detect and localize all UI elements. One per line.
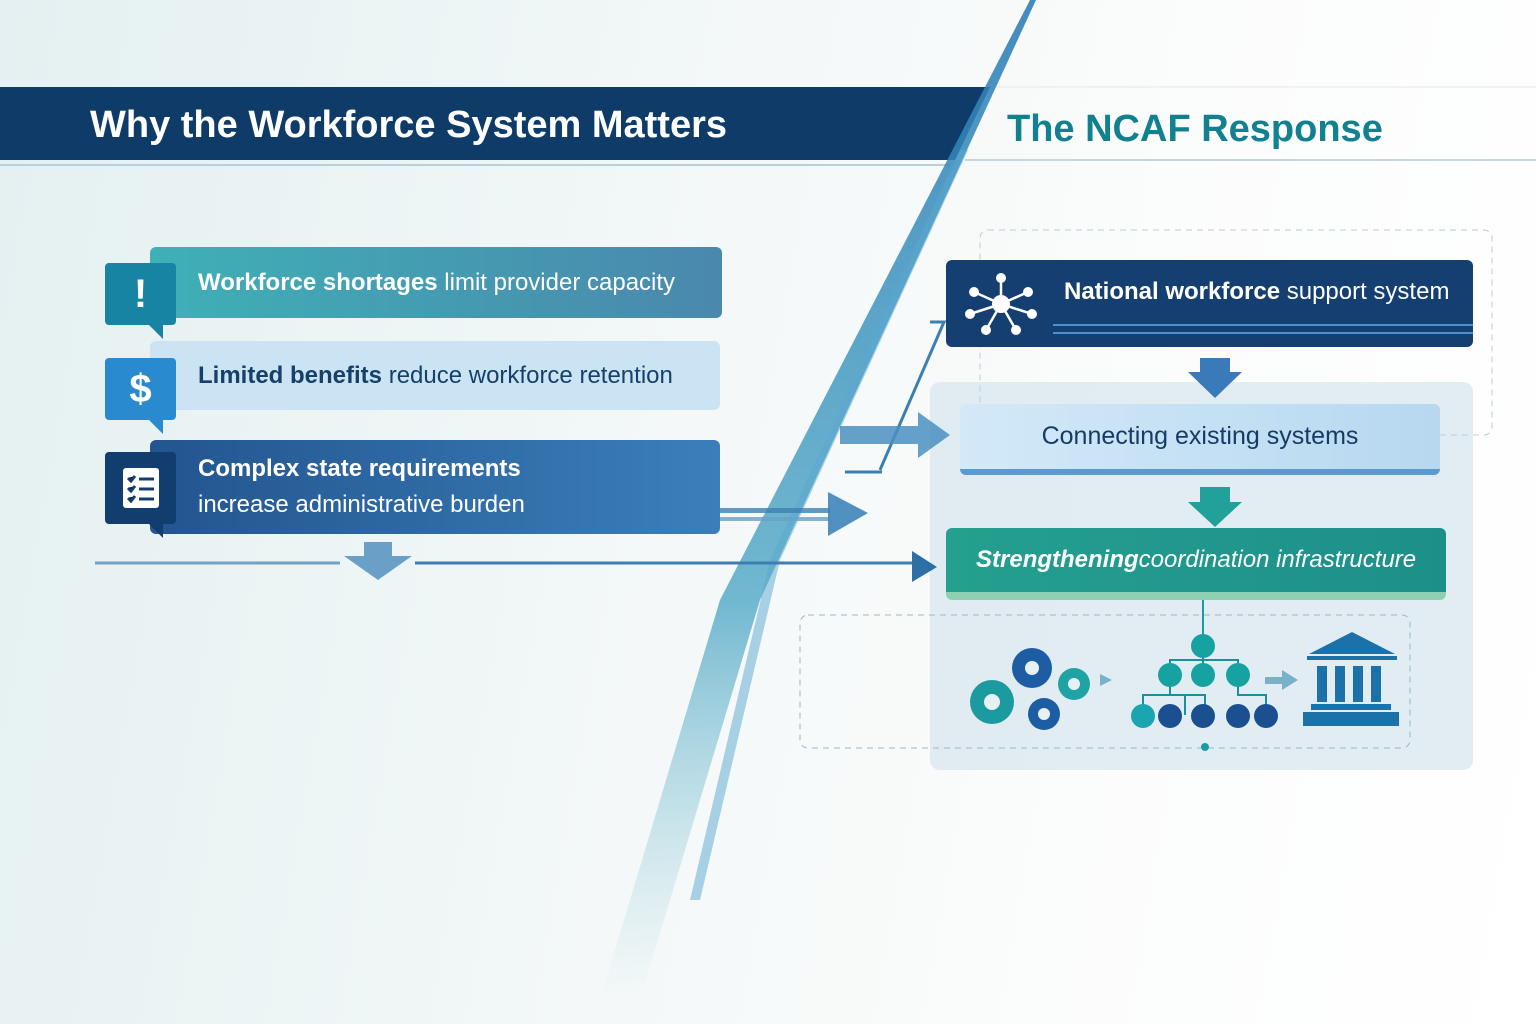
- hierarchy-icon: [1100, 634, 1298, 728]
- arrow-down-icon: [1188, 358, 1242, 398]
- card-bold: Workforce shortages: [198, 268, 438, 296]
- arrow-down-icon: [1188, 487, 1242, 527]
- left-section-title: Why the Workforce System Matters: [90, 104, 728, 146]
- card-bold: Limited benefits: [198, 361, 383, 389]
- arrow-down-icon: [344, 542, 412, 580]
- step-text: support system: [1280, 278, 1450, 305]
- arrow-right-icon: [912, 551, 937, 582]
- step-connecting-systems: Connecting existing systems: [960, 404, 1440, 475]
- gears-icon: [970, 648, 1090, 730]
- card-text: increase administrative burden: [198, 491, 525, 518]
- dollar-icon: $: [105, 358, 176, 434]
- card-text: limit provider capacity: [437, 268, 676, 296]
- card-complex-requirements: Complex state requirements increase admi…: [150, 440, 720, 534]
- step-text: Connecting existing systems: [1041, 422, 1359, 450]
- arrow-right-icon: [828, 492, 868, 536]
- card-limited-benefits: Limited benefits reduce workforce retent…: [150, 341, 720, 410]
- card-bold: Complex state requirements: [198, 455, 521, 482]
- header-band: [0, 87, 990, 160]
- step-bold: National workforce: [1064, 278, 1281, 305]
- government-building-icon: [1303, 632, 1399, 726]
- arrow-right-icon: [840, 412, 950, 458]
- step-bold: Strengthening: [976, 546, 1139, 573]
- card-workforce-shortages: Workforce shortages limit provider capac…: [150, 247, 722, 318]
- checklist-icon: [105, 452, 176, 538]
- right-section-title: The NCAF Response: [1007, 108, 1383, 150]
- step-national-system: National workforce support system: [946, 260, 1473, 347]
- step-strengthening-coordination: Strengthening coordination infrastructur…: [946, 528, 1446, 600]
- step-text: coordination infrastructure: [1138, 546, 1417, 573]
- card-text: reduce workforce retention: [382, 361, 673, 389]
- network-hub-icon: [965, 273, 1037, 335]
- diagonal-stripe: [600, 0, 1036, 1000]
- exclamation-icon: !: [105, 263, 176, 339]
